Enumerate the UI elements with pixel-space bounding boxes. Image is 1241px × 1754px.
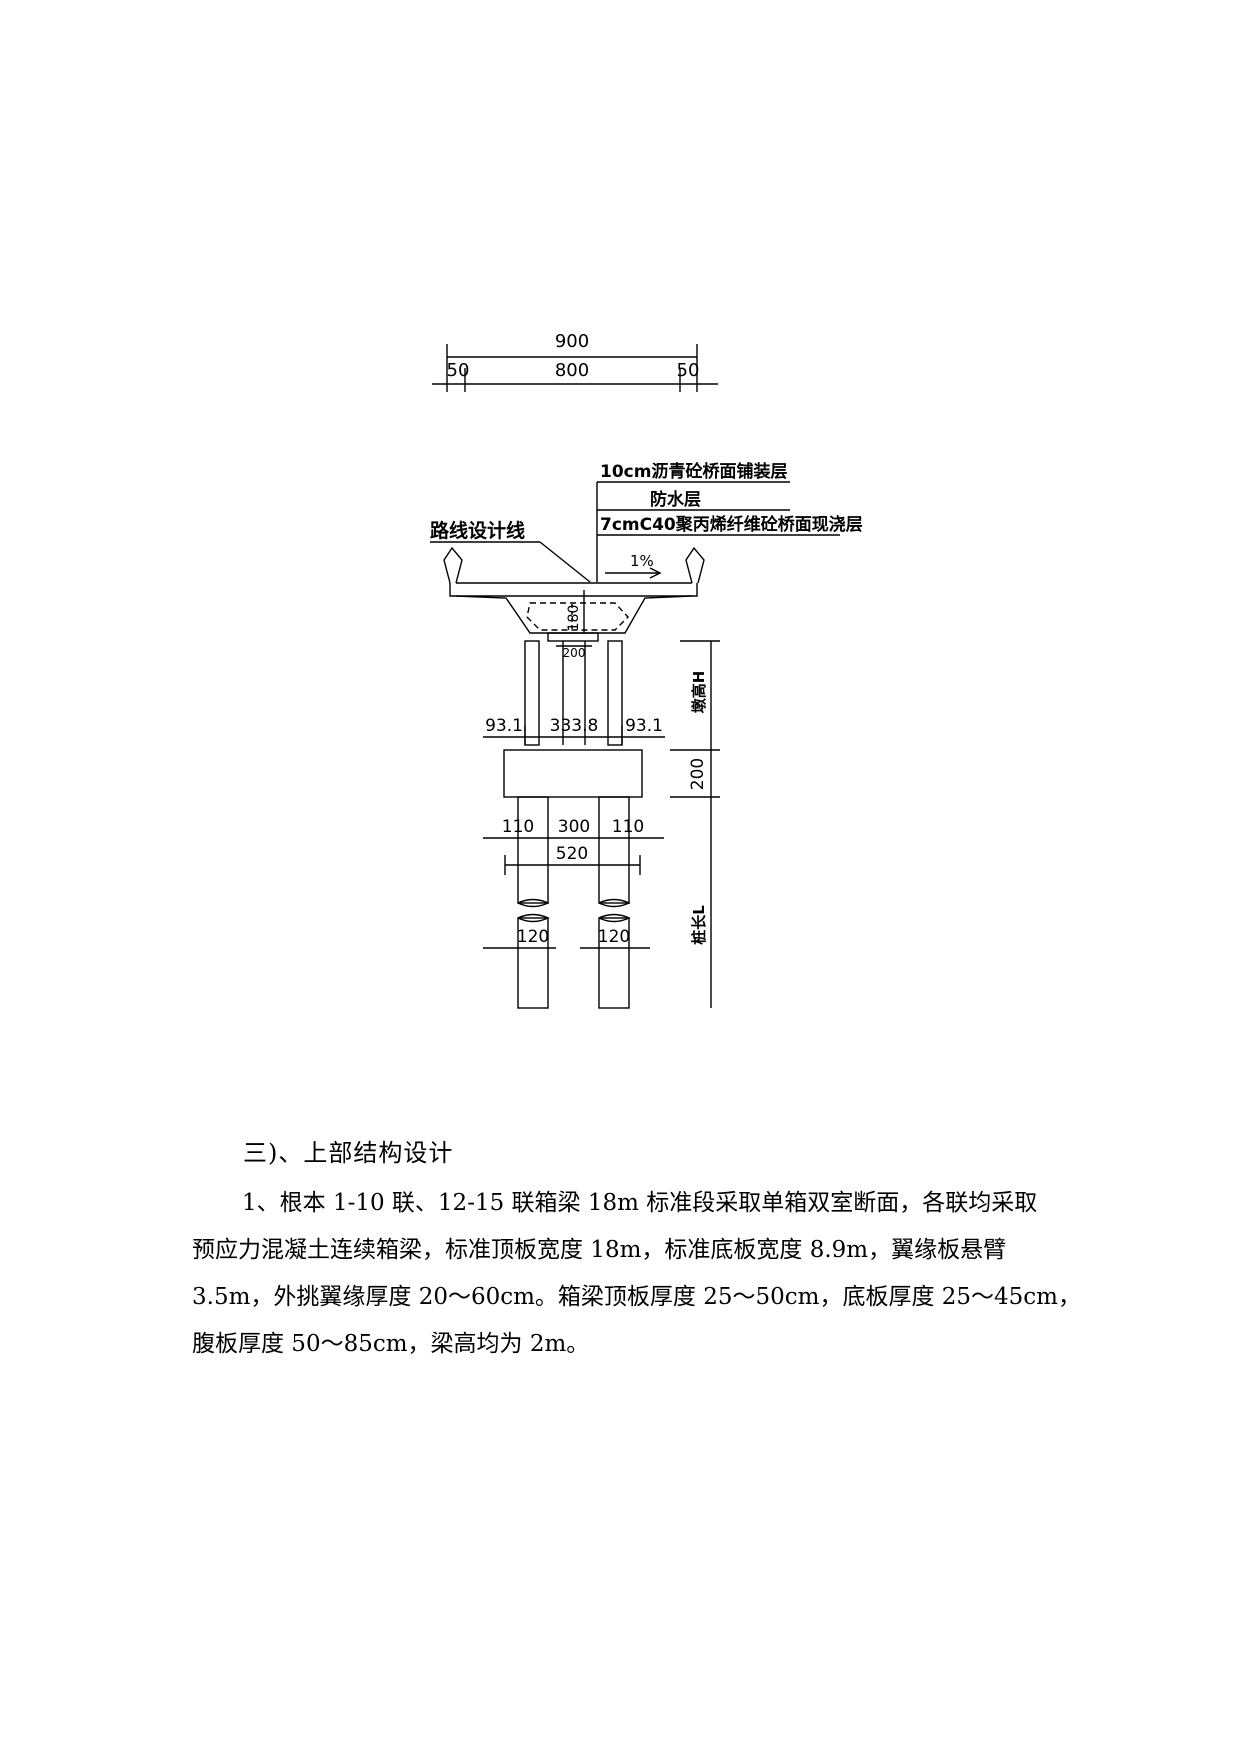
pile-diameter-right: 120 bbox=[598, 927, 630, 947]
bearing-spacing-label: 200 bbox=[563, 646, 586, 660]
dim-right-width: 50 bbox=[677, 360, 700, 381]
pile-length-label: 桩长L bbox=[690, 905, 708, 945]
pile-dim-middle: 300 bbox=[558, 817, 590, 837]
dim-total-width: 900 bbox=[555, 331, 589, 352]
section-paragraph: 1、根本 1-10 联、12-15 联箱梁 18m 标准段采取单箱双室断面，各联… bbox=[192, 1180, 1081, 1368]
layer-label-2: 防水层 bbox=[650, 489, 701, 510]
dim-left-width: 50 bbox=[447, 360, 470, 381]
dim-middle-width: 800 bbox=[555, 360, 589, 381]
girder-height-label: 180 bbox=[566, 605, 582, 632]
slope-label: 1% bbox=[630, 552, 654, 570]
paragraph-line-2: 预应力混凝土连续箱梁，标准顶板宽度 18m，标准底板宽度 8.9m，翼缘板悬臂 bbox=[192, 1237, 1007, 1263]
pile-diameter-left: 120 bbox=[517, 927, 549, 947]
layer-label-1: 10cm沥青砼桥面铺装层 bbox=[600, 461, 787, 482]
pier-dim-right: 93.1 bbox=[625, 716, 663, 736]
section-heading: 三)、上部结构设计 bbox=[243, 1139, 454, 1167]
paragraph-line-3: 3.5m，外挑翼缘厚度 20～60cm。箱梁顶板厚度 25～50cm，底板厚度 … bbox=[192, 1284, 1081, 1310]
layer-label-3: 7cmC40聚丙烯纤维砼桥面现浇层 bbox=[600, 514, 863, 535]
paragraph-line-4: 腹板厚度 50～85cm，梁高均为 2m。 bbox=[192, 1331, 590, 1357]
pile-dim-left: 110 bbox=[502, 817, 534, 837]
paragraph-line-1: 1、根本 1-10 联、12-15 联箱梁 18m 标准段采取单箱双室断面，各联… bbox=[242, 1190, 1038, 1216]
pile-dim-right: 110 bbox=[612, 817, 644, 837]
pile-dim-total: 520 bbox=[556, 844, 588, 864]
pier-dim-middle: 333.8 bbox=[550, 716, 599, 736]
pier-dim-left: 93.1 bbox=[485, 716, 523, 736]
design-line-label: 路线设计线 bbox=[430, 519, 525, 542]
cap-height-label: 200 bbox=[688, 758, 708, 790]
pier-height-label: 墩高H bbox=[690, 671, 708, 714]
